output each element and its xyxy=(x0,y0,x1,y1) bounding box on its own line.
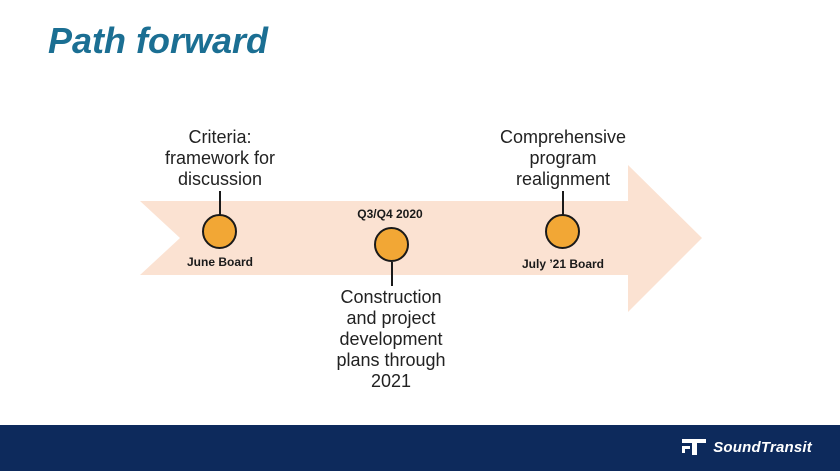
milestone-3-description: Comprehensive program realignment xyxy=(499,127,627,189)
milestone-3-label: July ’21 Board xyxy=(521,257,605,271)
milestone-3-marker xyxy=(545,214,580,249)
milestone-1-marker xyxy=(202,214,237,249)
milestone-1-stem xyxy=(219,191,221,215)
milestone-2-stem xyxy=(391,262,393,286)
page-title: Path forward xyxy=(48,20,269,61)
sound-transit-logo-icon xyxy=(682,439,707,455)
milestone-2-description: Construction and project development pla… xyxy=(336,287,446,391)
milestone-1-description: Criteria: framework for discussion xyxy=(164,127,276,189)
milestone-1-label: June Board xyxy=(186,255,253,269)
footer-bar: SoundTransit xyxy=(0,425,840,471)
milestone-2-label: Q3/Q4 2020 xyxy=(357,207,423,221)
milestone-2-marker xyxy=(374,227,409,262)
milestone-3-stem xyxy=(562,191,564,215)
timeline-arrow-shape xyxy=(140,165,702,312)
sound-transit-logo: SoundTransit xyxy=(681,437,812,457)
logo-text: SoundTransit xyxy=(713,438,812,456)
